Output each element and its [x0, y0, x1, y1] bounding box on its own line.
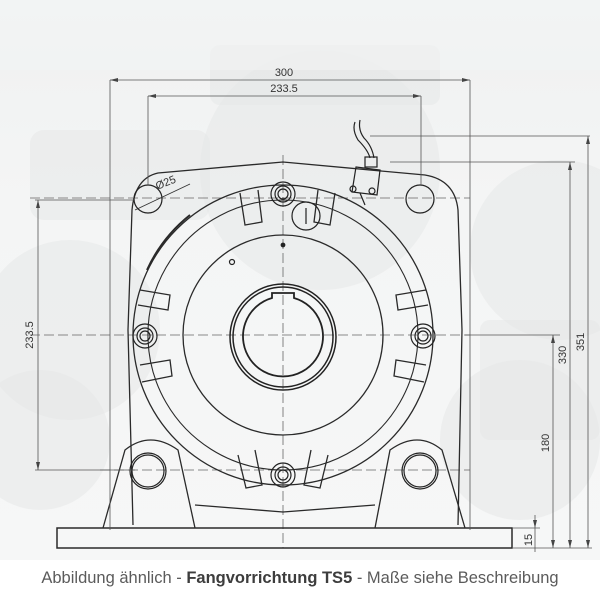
dim-hole-spacing-horizontal: 233.5 [270, 83, 298, 95]
ghost-background-images [0, 45, 600, 520]
dim-overall-width: 300 [275, 67, 293, 79]
dim-center-height: 180 [540, 434, 552, 452]
dim-top-flange-height: 330 [557, 346, 569, 364]
dimension-arrows [36, 78, 590, 548]
diameter-leader [134, 183, 191, 211]
dim-hole-spacing-vertical: 233.5 [24, 321, 36, 349]
caption-prefix: Abbildung ähnlich - [41, 569, 187, 587]
drawing-canvas: 300 233.5 233.5 Ø25 351 330 180 15 [0, 45, 600, 552]
figure-caption: Abbildung ähnlich - Fangvorrichtung TS5 … [0, 563, 600, 593]
technical-drawing: 300 233.5 233.5 Ø25 351 330 180 15 [0, 0, 600, 560]
limit-switch [349, 119, 381, 206]
dimension-labels: 300 233.5 233.5 Ø25 351 330 180 15 [24, 67, 587, 546]
shaft-bore [229, 283, 337, 391]
dim-base-thickness: 15 [523, 534, 535, 546]
caption-suffix: - Maße siehe Beschreibung [352, 569, 559, 587]
dim-overall-height: 351 [575, 333, 587, 351]
dimension-lines [35, 79, 592, 552]
caption-product-name: Fangvorrichtung TS5 [186, 569, 353, 587]
